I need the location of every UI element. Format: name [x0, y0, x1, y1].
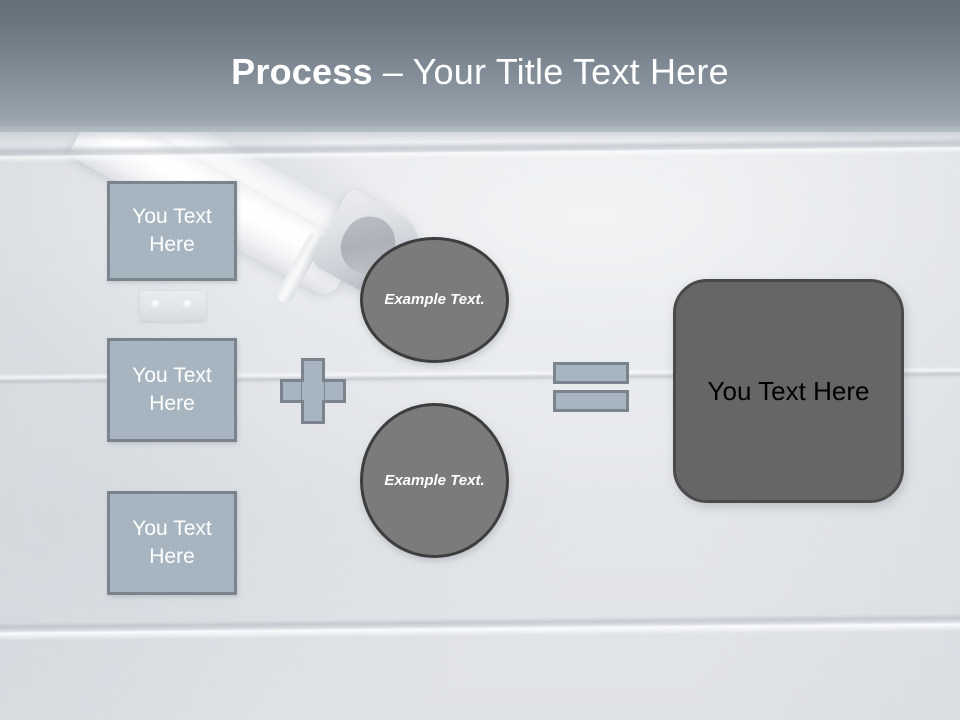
input-box-2-label: You Text Here — [132, 364, 212, 415]
title-banner-fade — [0, 126, 960, 142]
input-box-1[interactable]: You Text Here — [107, 181, 237, 281]
plus-sign-icon[interactable] — [280, 358, 346, 424]
wall-mount-bracket-icon — [140, 291, 206, 321]
page-title-rest: – Your Title Text Here — [372, 51, 729, 92]
bracket-screw-hole — [151, 300, 162, 309]
input-box-3-label: You Text Here — [132, 517, 212, 568]
example-circle-1-label: Example Text. — [384, 291, 485, 308]
example-circle-1[interactable]: Example Text. — [360, 237, 509, 363]
example-circle-2-label: Example Text. — [384, 471, 485, 489]
input-box-1-label: You Text Here — [132, 205, 212, 256]
plus-joint-fill — [304, 398, 322, 402]
plus-joint-fill — [320, 382, 324, 400]
equals-sign-icon[interactable] — [553, 362, 629, 412]
equals-upper-bar — [553, 362, 629, 384]
page-title-bold: Process — [231, 51, 373, 92]
plus-joint-fill — [302, 382, 306, 400]
plus-center-fill — [304, 382, 322, 400]
input-box-3[interactable]: You Text Here — [107, 491, 237, 595]
input-box-2[interactable]: You Text Here — [107, 338, 237, 442]
equals-lower-bar — [553, 390, 629, 412]
plus-joint-fill — [304, 380, 322, 384]
example-circle-2[interactable]: Example Text. — [360, 403, 509, 558]
title-banner — [0, 0, 960, 132]
bracket-screw-hole — [183, 300, 194, 309]
result-box-label: You Text Here — [707, 376, 870, 406]
page-title: Process – Your Title Text Here — [0, 50, 960, 94]
result-box[interactable]: You Text Here — [673, 279, 904, 503]
